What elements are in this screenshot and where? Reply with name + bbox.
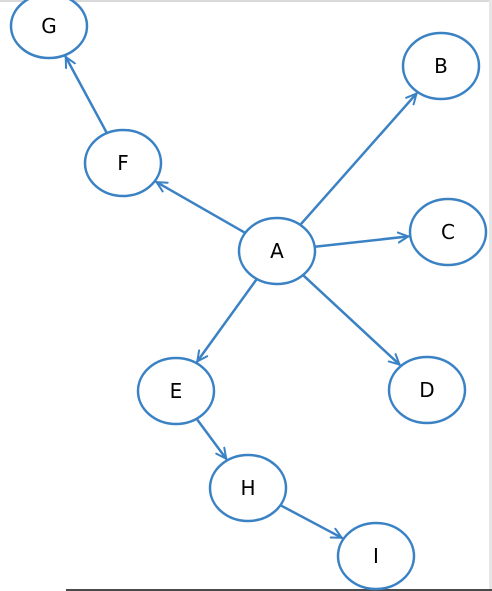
node-a: A [237, 216, 317, 286]
right-border [489, 0, 492, 591]
node-c: C [408, 197, 488, 267]
node-h: H [208, 453, 288, 523]
node-h-ellipse [208, 453, 288, 523]
node-g-label: G [41, 14, 57, 38]
node-d-label: D [419, 378, 434, 402]
node-a-label: A [270, 239, 284, 263]
node-c-label: C [441, 220, 455, 244]
node-f: F [83, 128, 163, 198]
edge-a-to-b [298, 92, 418, 227]
node-e-label: E [170, 379, 183, 403]
node-i-label: I [373, 544, 379, 568]
node-i: I [336, 521, 416, 591]
node-e-ellipse [136, 356, 216, 426]
node-a-ellipse [237, 216, 317, 286]
edge-e-to-h [195, 417, 228, 460]
edges-layer [64, 55, 418, 540]
node-b-ellipse [401, 31, 481, 101]
edge-a-to-e [196, 277, 259, 363]
node-b-label: B [434, 54, 448, 78]
node-i-ellipse [336, 521, 416, 591]
edge-a-to-d [301, 273, 401, 366]
node-g-ellipse [9, 0, 89, 60]
edge-a-to-f [155, 180, 247, 235]
top-border [0, 0, 492, 2]
node-d: D [387, 355, 467, 425]
node-d-ellipse [387, 355, 467, 425]
node-c-ellipse [408, 197, 488, 267]
node-g: G [9, 0, 89, 60]
node-b: B [401, 31, 481, 101]
nodes-layer: A B C D E F G H I [9, 0, 488, 591]
edge-a-to-c [313, 231, 410, 249]
node-f-label: F [117, 151, 129, 175]
edge-h-to-i [279, 503, 344, 540]
bottom-border [66, 589, 492, 591]
node-f-ellipse [83, 128, 163, 198]
node-e: E [136, 356, 216, 426]
node-h-label: H [240, 476, 255, 500]
edge-f-to-g [64, 55, 109, 135]
